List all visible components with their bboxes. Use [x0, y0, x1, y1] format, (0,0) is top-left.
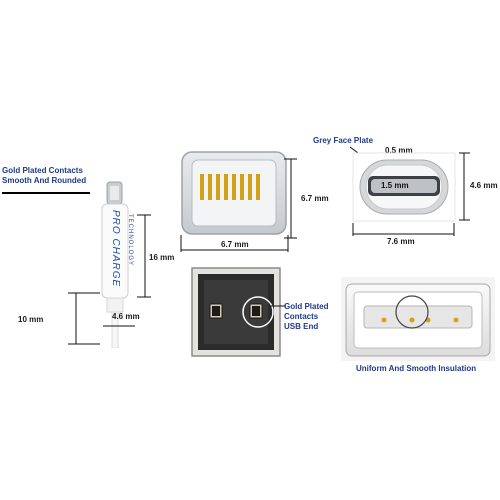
cable-brand: PRO CHARGE: [110, 210, 121, 288]
label-underline: [2, 192, 90, 194]
usb-end-image: [190, 266, 282, 358]
cable-brand-text: PRO CHARGE TECHNOLOGY: [107, 210, 133, 300]
usb-gold-line-3: USB End: [284, 322, 319, 331]
dimension-plug-height: 6.7 mm: [301, 194, 329, 203]
dimension-10mm-lines: [68, 292, 100, 345]
dimension-face-7-6mm-lines: [352, 223, 455, 236]
dimension-plug-width: 6.7 mm: [221, 240, 249, 249]
gold-plated-line-2: Smooth And Rounded: [2, 176, 87, 185]
usb-contacts-highlight-circle: [242, 296, 274, 328]
usb-gold-contacts-label: Gold Plated Contacts USB End: [284, 302, 328, 332]
dimension-face-7-6mm: 7.6 mm: [387, 237, 415, 246]
dimension-cable-4-6mm-line: [103, 325, 135, 327]
dimension-plug-width-lines: [180, 235, 289, 252]
dimension-16mm-lines: [137, 214, 151, 298]
dimension-plug-height-lines: [284, 158, 297, 239]
usb-gold-line-1: Gold Plated: [284, 302, 329, 311]
gold-plated-contacts-label: Gold Plated Contacts Smooth And Rounded: [2, 166, 86, 186]
dimension-face-1-5mm: 1.5 mm: [381, 181, 409, 190]
lightning-cable-image: [92, 178, 140, 348]
dimension-face-0-5mm: 0.5 mm: [385, 146, 413, 155]
dimension-16mm: 16 mm: [149, 253, 175, 262]
insulation-image: [340, 276, 496, 362]
cable-tech: TECHNOLOGY: [127, 214, 133, 267]
grey-face-plate-label: Grey Face Plate: [313, 136, 374, 145]
usb-gold-line-2: Contacts: [284, 312, 319, 321]
dimension-cable-4-6mm: 4.6 mm: [112, 312, 140, 321]
dimension-10mm: 10 mm: [18, 315, 44, 324]
insulation-label: Uniform And Smooth Insulation: [356, 364, 477, 373]
gold-plated-line-1: Gold Plated Contacts: [2, 166, 83, 175]
dimension-face-4-6mm-lines: [459, 152, 470, 221]
usb-contacts-pointer: [269, 305, 286, 307]
plug-gold-contacts: [200, 174, 260, 200]
dimension-face-4-6mm: 4.6 mm: [470, 181, 498, 190]
face-plate-image: [352, 152, 456, 222]
